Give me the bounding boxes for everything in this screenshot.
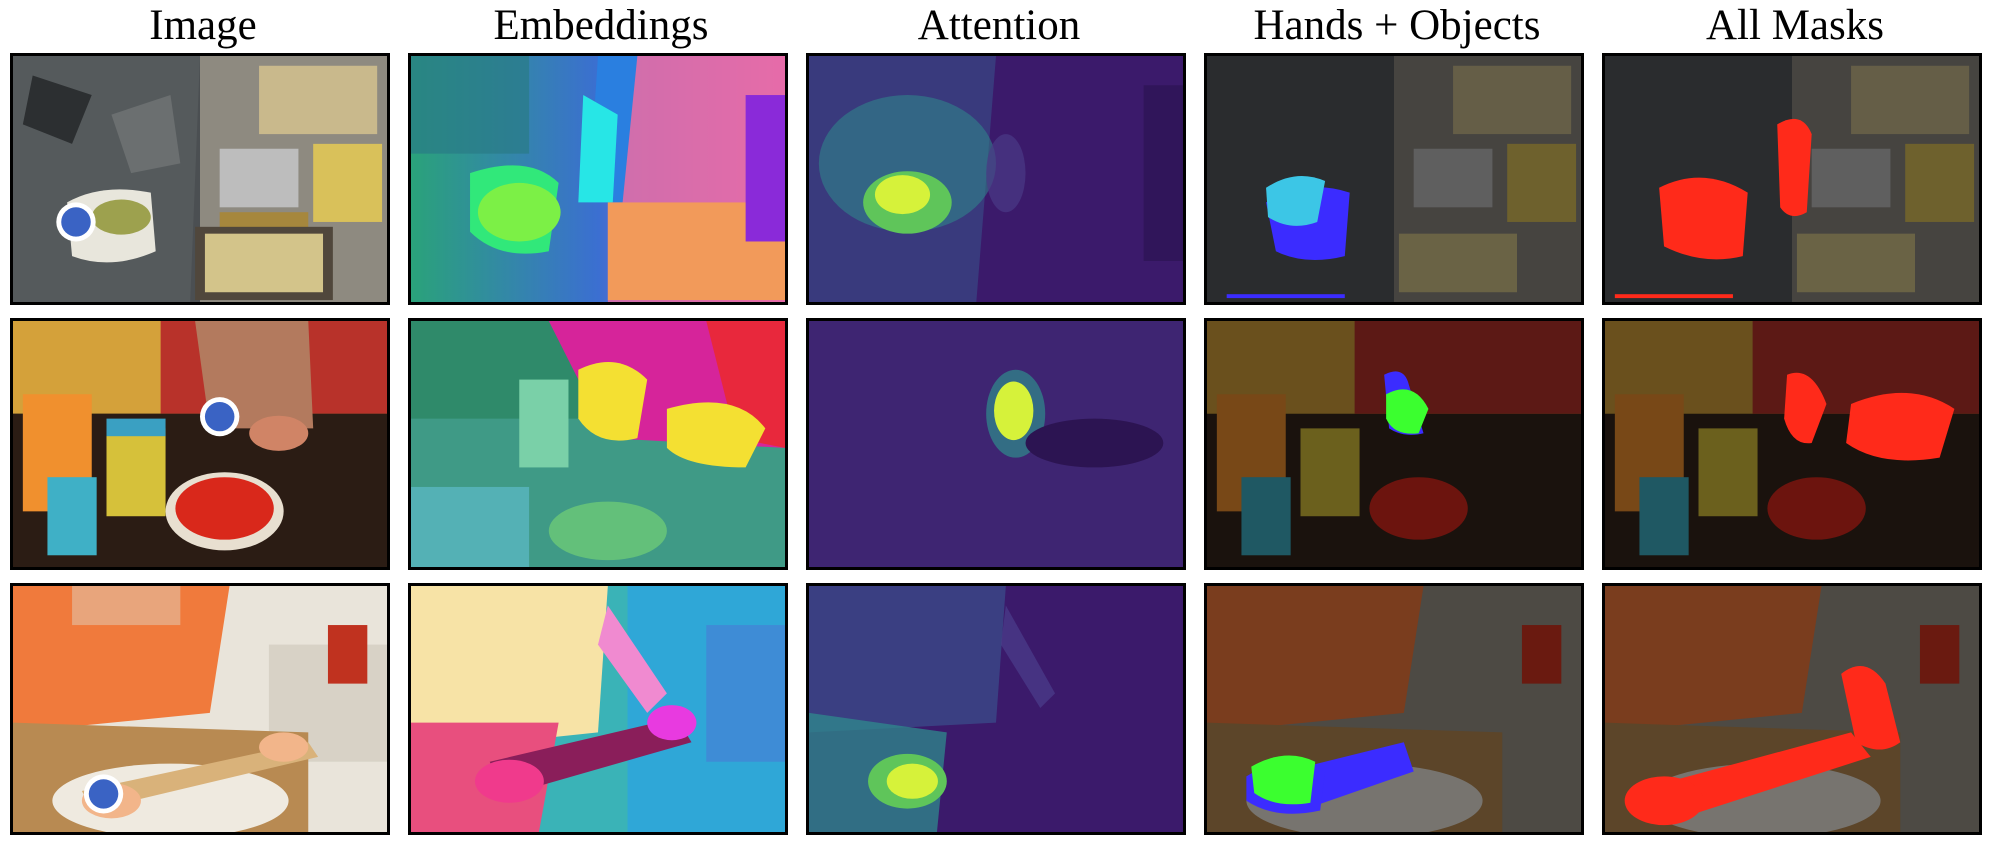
embedding-tile [408, 318, 788, 570]
column-title-attention: Attention [917, 2, 1081, 49]
column-title-embeddings: Embeddings [493, 2, 709, 49]
hands-objects-tile [1204, 583, 1584, 835]
attention-tile [806, 583, 1186, 835]
image-tile [10, 318, 390, 570]
column-title-hands-objects: Hands + Objects [1253, 2, 1541, 49]
all-masks-tile [1602, 318, 1982, 570]
column-title-all-masks: All Masks [1706, 2, 1884, 49]
attention-tile [806, 53, 1186, 305]
column-title-image: Image [149, 2, 257, 49]
image-tile [10, 53, 390, 305]
hands-objects-tile [1204, 318, 1584, 570]
all-masks-tile [1602, 53, 1982, 305]
attention-tile [806, 318, 1186, 570]
embedding-tile [408, 53, 788, 305]
image-tile [10, 583, 390, 835]
all-masks-tile [1602, 583, 1982, 835]
embedding-tile [408, 583, 788, 835]
hands-objects-tile [1204, 53, 1584, 305]
